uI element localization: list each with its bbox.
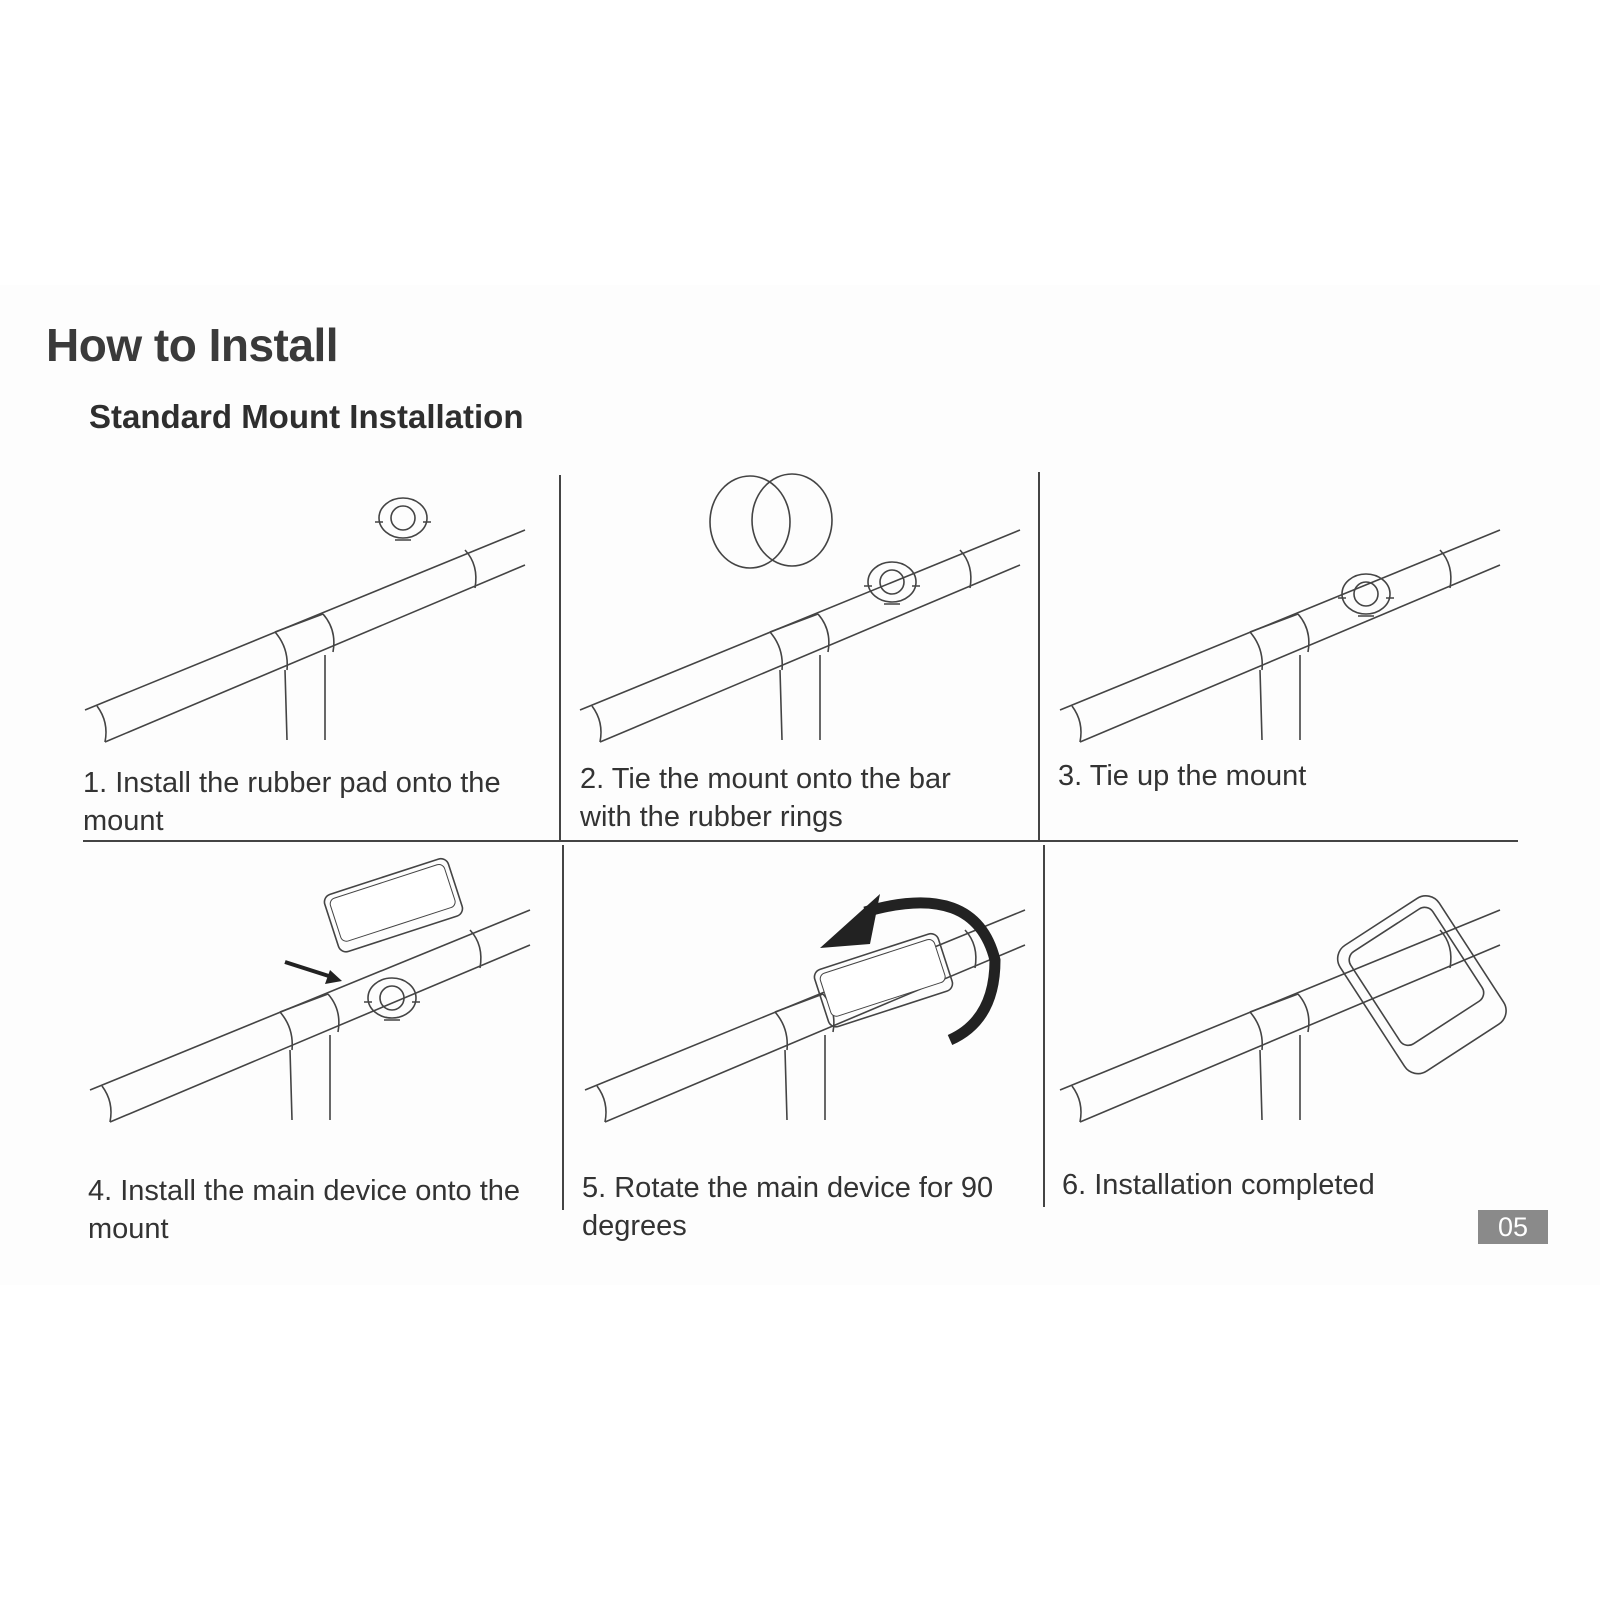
grid-divider [1043,845,1045,1207]
page-number: 05 [1478,1210,1548,1244]
step-illustration-svg [1059,529,1501,743]
step-3-caption: 3. Tie up the mount [1058,760,1307,792]
arrow-icon [284,960,342,984]
section-subtitle: Standard Mount Installation [89,398,524,435]
grid-divider [559,475,561,840]
step-1-illustration [75,470,545,770]
main-device-installed-icon [1336,895,1507,1075]
handlebar [1059,909,1501,1123]
handlebar [584,909,1026,1123]
page-title: How to Install [46,319,339,371]
mount-icon [364,977,420,1021]
rotate-arrow-icon [820,894,1001,1046]
main-device-icon [323,857,464,953]
handlebar [579,529,1021,743]
step-illustration-svg [1059,895,1507,1123]
step-illustration-svg [579,473,1021,743]
step-3-illustration [1050,470,1520,770]
step-2-illustration [570,470,1040,770]
step-4-illustration [80,850,550,1150]
grid-divider [1038,472,1040,840]
step-illustration-svg [89,857,531,1123]
main-device-icon [813,932,954,1028]
step-illustration-svg [584,894,1026,1123]
step-6-illustration [1050,850,1520,1150]
step-5-caption: 5. Rotate the main device for 90 degrees [582,1172,994,1242]
grid-divider [83,840,1518,842]
step-2-caption: 2. Tie the mount onto the bar with the r… [580,763,951,833]
handlebar [89,909,531,1123]
handlebar [1059,529,1501,743]
step-5-illustration [575,850,1045,1150]
step-4-caption: 4. Install the main device onto the moun… [88,1175,521,1245]
mount-icon [1338,573,1394,617]
grid-divider [562,845,564,1210]
step-illustration-svg [84,497,526,743]
manual-page [0,285,1600,1285]
rubber-rings-icon [709,473,833,569]
mount-icon [375,497,431,541]
mount-icon [864,561,920,605]
handlebar [84,529,526,743]
step-6-caption: 6. Installation completed [1062,1169,1375,1201]
step-1-caption: 1. Install the rubber pad onto the mount [83,767,501,837]
